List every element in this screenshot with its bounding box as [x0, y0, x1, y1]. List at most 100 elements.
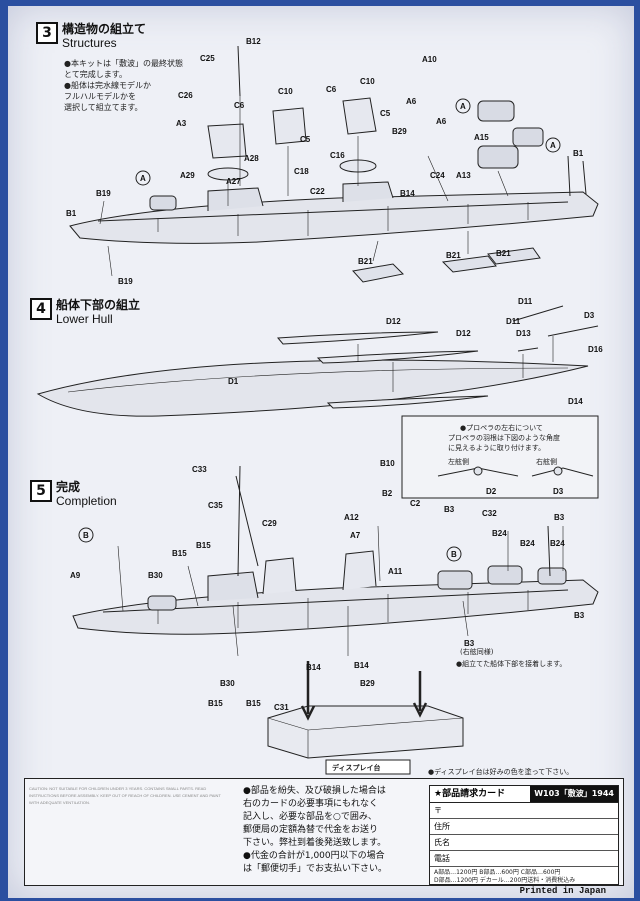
- part-label: B14: [306, 663, 321, 672]
- part-label: B14: [400, 189, 415, 198]
- display-stand-label: ディスプレイ台: [332, 763, 381, 772]
- step-3-title-jp: 構造物の組立て: [62, 22, 147, 36]
- part-label: B14: [354, 661, 369, 670]
- instruction-sheet: 3 構造物の組立て Structures ●本キットは「敷波」の最終状態 とて完…: [8, 6, 634, 898]
- order-line: 記入し、必要な部品を○で囲み、: [243, 812, 377, 822]
- part-label: B1: [573, 149, 584, 158]
- order-line: ●代金の合計が1,000円以下の場合: [243, 851, 385, 861]
- price-line: A部品…1200円 B部品…600円 C部品…600円: [434, 869, 561, 876]
- step-4-title-jp: 船体下部の組立: [56, 298, 141, 312]
- order-line: 下さい。弊社到着後発送致します。: [243, 838, 387, 848]
- card-postal-field[interactable]: 〒: [430, 803, 618, 819]
- note-line: ●船体は完水線モデルか: [64, 81, 151, 90]
- part-label: B21: [446, 251, 461, 260]
- part-label: C24: [430, 171, 445, 180]
- assembly-drawings: ●プロペラの左右について プロペラの羽根は下図のような角度 に見えるように取り付…: [36, 37, 603, 776]
- part-label: C22: [310, 187, 325, 196]
- step-3-note: ●本キットは「敷波」の最終状態 とて完成します。 ●船体は完水線モデルか フルハ…: [64, 58, 183, 113]
- starboard-side-label: 右舷側: [536, 457, 557, 466]
- step5-part-labels: C33 B10 B2 C2 B3 C32 B3 C35 C29 A12 A7 B…: [70, 459, 585, 712]
- part-label: A6: [436, 117, 447, 126]
- part-label: B10: [380, 459, 395, 468]
- propeller-note-2: プロペラの羽根は下図のような角度: [448, 433, 560, 442]
- part-label: A13: [456, 171, 471, 180]
- part-label: A11: [388, 567, 403, 576]
- order-line: ●部品を紛失、及び破損した場合は: [243, 786, 386, 796]
- circle-letter-a: A: [460, 102, 466, 111]
- circle-letter-a: A: [140, 174, 146, 183]
- step-3-number: 3: [36, 22, 58, 44]
- part-label: D12: [456, 329, 471, 338]
- part-label: C10: [278, 87, 293, 96]
- note-line: とて完成します。: [64, 70, 127, 79]
- order-line: 右のカードの必要事項にもれなく: [243, 799, 379, 809]
- part-label: B3: [554, 513, 565, 522]
- card-product-code: W103「敷波」1944: [530, 786, 618, 802]
- parts-order-instructions: ●部品を紛失、及び破損した場合は 右のカードの必要事項にもれなく 記入し、必要な…: [243, 785, 421, 876]
- part-label: C16: [330, 151, 345, 160]
- part-label: A6: [406, 97, 417, 106]
- part-label: B21: [496, 249, 511, 258]
- card-phone-field[interactable]: 電話: [430, 851, 618, 867]
- part-label: B3: [574, 611, 585, 620]
- step4-part-labels: D11 D3 D12 D12 D13 D11 D16 D1 D14 D2 D3: [228, 297, 603, 496]
- starboard-same-note: (右舷同様): [460, 647, 494, 656]
- part-label: B19: [118, 277, 133, 286]
- legal-text: CAUTION: NOT SUITABLE FOR CHILDREN UNDER…: [29, 786, 221, 805]
- part-label: C31: [274, 703, 289, 712]
- part-label: B29: [360, 679, 375, 688]
- part-label: D13: [516, 329, 531, 338]
- port-side-label: 左舷側: [448, 457, 469, 466]
- part-label: B24: [550, 539, 565, 548]
- part-label: A28: [244, 154, 259, 163]
- part-label: B24: [492, 529, 507, 538]
- part-label: D16: [588, 345, 603, 354]
- part-label: B30: [148, 571, 163, 580]
- part-label: D1: [228, 377, 239, 386]
- propeller-note-1: ●プロペラの左右について: [460, 423, 543, 432]
- part-label: D3: [584, 311, 595, 320]
- part-label: A15: [474, 133, 489, 142]
- display-color-note: ●ディスプレイ台は好みの色を塗って下さい。: [428, 767, 573, 776]
- part-label: A29: [180, 171, 195, 180]
- parts-request-card: ★部品請求カード W103「敷波」1944 〒 住所 氏名 電話 A部品…120…: [429, 785, 619, 885]
- circle-letter-a: A: [550, 141, 556, 150]
- card-name-field[interactable]: 氏名: [430, 835, 618, 851]
- price-line: D部品…1200円 デカール…200円送料・消費税込み: [434, 877, 576, 884]
- part-label: A7: [350, 531, 361, 540]
- step3-part-labels: B12 C25 C26 A3 C6 A28 A29 A27 C10 C5 C18…: [66, 37, 584, 286]
- step-3-title-en: Structures: [62, 36, 117, 50]
- part-label: A9: [70, 571, 81, 580]
- card-address-field[interactable]: 住所: [430, 819, 618, 835]
- part-label: C10: [360, 77, 375, 86]
- part-label: D11: [506, 317, 521, 326]
- part-label: B29: [392, 127, 407, 136]
- part-label: C18: [294, 167, 309, 176]
- part-label: B24: [520, 539, 535, 548]
- part-label: C5: [300, 135, 311, 144]
- part-label: C29: [262, 519, 277, 528]
- step-5-title-jp: 完成: [56, 480, 81, 494]
- part-label: B15: [208, 699, 223, 708]
- part-label: B21: [358, 257, 373, 266]
- part-label: A3: [176, 119, 187, 128]
- card-prices: A部品…1200円 B部品…600円 C部品…600円 D部品…1200円 デカ…: [430, 867, 618, 887]
- step-4-number: 4: [30, 298, 52, 320]
- part-label: B3: [444, 505, 455, 514]
- part-label: B15: [246, 699, 261, 708]
- part-label: A12: [344, 513, 359, 522]
- order-line: 郵便局の定額為替で代金をお送り: [243, 825, 379, 835]
- step3-hull-drawing: [69, 45, 599, 283]
- step4-lower-hull-drawing: [36, 305, 599, 499]
- part-label: D2: [486, 487, 497, 496]
- part-label: C6: [234, 101, 245, 110]
- part-label: D14: [568, 397, 583, 406]
- part-label: B19: [96, 189, 111, 198]
- part-label: B2: [382, 489, 393, 498]
- part-label: C26: [178, 91, 193, 100]
- printed-in-japan: Printed in Japan: [519, 886, 606, 896]
- part-label: D3: [553, 487, 564, 496]
- part-label: D11: [518, 297, 533, 306]
- step-4-title-en: Lower Hull: [56, 312, 113, 326]
- propeller-note-3: に見えるように取り付けます。: [448, 443, 545, 452]
